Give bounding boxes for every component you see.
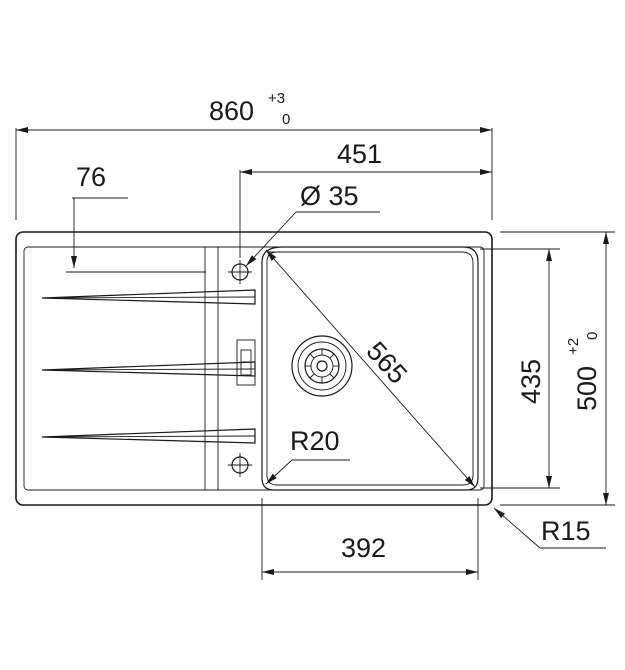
sink-outline (15, 231, 493, 506)
strainer-waste (291, 335, 353, 397)
dim-corner-radius-value: R15 (541, 516, 591, 546)
dim-drainer-offset-value: 76 (76, 162, 106, 192)
dim-bowl-width-value: 392 (341, 533, 386, 563)
dim-overall-depth-value: 500 (572, 366, 602, 411)
dim-bowl-offset-value: 451 (337, 139, 382, 169)
dim-tap-hole-value: Ø 35 (300, 181, 359, 211)
dim-corner-radius: R15 (493, 507, 606, 549)
dim-bowl-width: 392 (261, 498, 479, 580)
dim-tap-hole: Ø 35 (245, 181, 380, 267)
dim-overall-depth: 500 +2 0 (500, 231, 615, 506)
dim-overall-depth-tol-lower: 0 (584, 332, 601, 340)
dim-drainer-offset: 76 (66, 162, 206, 273)
dim-bowl-offset: 451 (239, 139, 492, 258)
dim-overall-width-tol-upper: +3 (268, 90, 285, 107)
dim-bowl-radius: R20 (265, 426, 350, 485)
dim-overall-depth-tol-upper: +2 (565, 338, 582, 355)
tap-hole-top (228, 260, 252, 284)
dim-overall-width-value: 860 (209, 96, 254, 126)
overflow-slot (236, 339, 256, 386)
dim-overall-width: 860 +3 0 (15, 90, 493, 220)
drainer-board (41, 247, 256, 490)
dim-diagonal-value: 565 (361, 336, 413, 390)
tap-hole-bottom (228, 453, 252, 477)
dim-bowl-radius-value: R20 (290, 426, 340, 456)
dim-overall-width-tol-lower: 0 (282, 111, 290, 128)
dim-inner-height: 435 (480, 248, 560, 489)
dim-inner-height-value: 435 (516, 359, 546, 404)
